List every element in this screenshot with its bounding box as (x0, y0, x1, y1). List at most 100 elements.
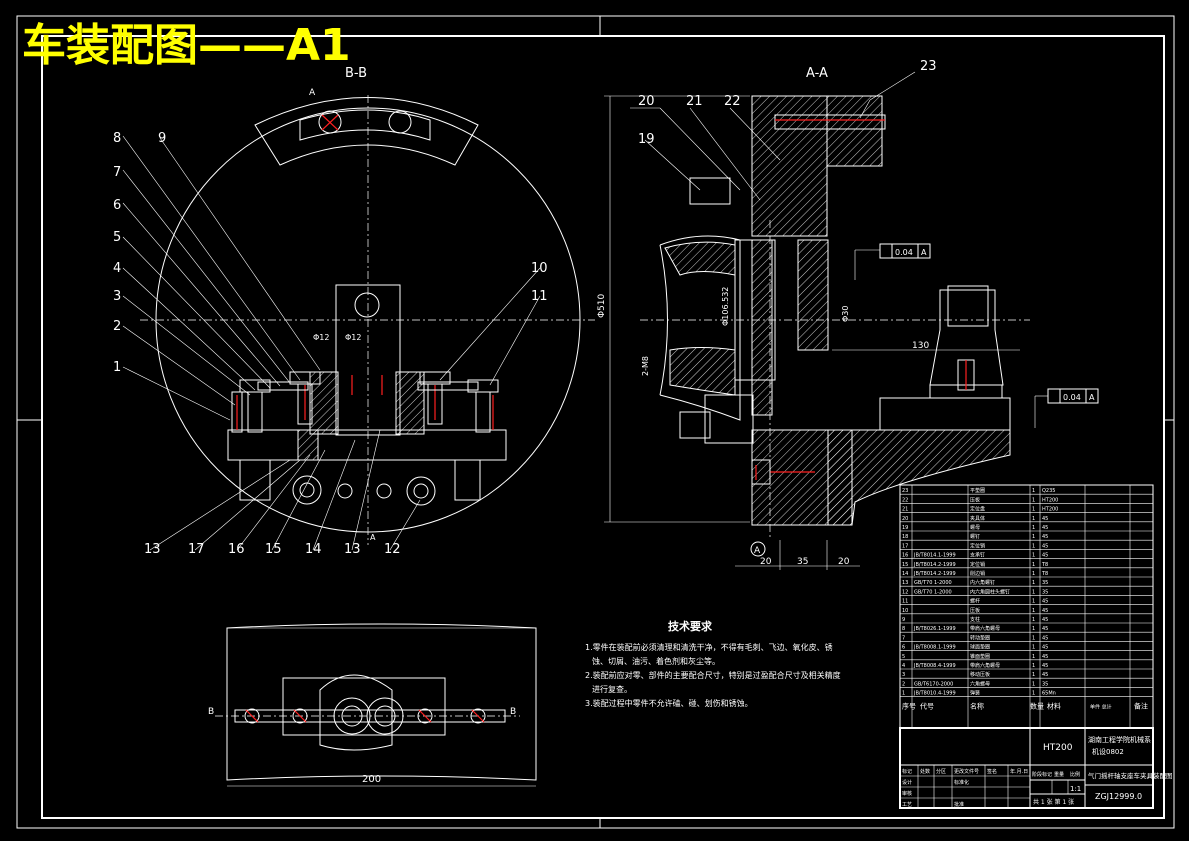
bom-cell: 内六角圆柱头螺钉 (970, 588, 1010, 595)
bom-cell: 17 (902, 543, 908, 549)
bom-cell: JB/T8014.2-1999 (913, 571, 956, 577)
inner-border (41, 35, 1165, 819)
bom-cell: 35 (1042, 589, 1048, 595)
bom-cell: 削边销 (970, 570, 985, 577)
bom-cell: 3 (902, 672, 905, 678)
tb-ratio: 比例 (1070, 771, 1080, 778)
bom-cell: T8 (1041, 571, 1048, 577)
bom-cell: 15 (902, 562, 908, 568)
balloon-20: 20 (638, 94, 655, 109)
bom-cell: 1 (1032, 663, 1035, 669)
balloon-16: 16 (228, 542, 245, 557)
tb-zone: 分区 (936, 768, 946, 775)
balloon-23: 23 (920, 59, 937, 74)
bom-cell: 4 (902, 663, 905, 669)
arrow-b-left: B (208, 707, 214, 717)
bom-cell: 8 (902, 626, 905, 632)
bom-cell: JB/T8014.2-1999 (913, 562, 956, 568)
bom-cell: 35 (1042, 580, 1048, 586)
balloon-11: 11 (531, 289, 548, 304)
bom-cell: 23 (902, 488, 908, 494)
bom-cell: 22 (902, 497, 908, 503)
balloon-4: 4 (113, 261, 121, 276)
bom-cell: 锥面垫圈 (970, 653, 990, 660)
balloon-15: 15 (265, 542, 282, 557)
bom-cell: 45 (1042, 525, 1048, 531)
bom-cell: 1 (1032, 681, 1035, 687)
bom-cell: 1 (1032, 553, 1035, 559)
technical-notes: 技术要求 1.零件在装配前必须清理和清洗干净，不得有毛刺、飞边、氧化皮、锈 蚀、… (585, 619, 841, 708)
bom-cell: JB/T8026.1-1999 (913, 626, 956, 632)
bom-cell: HT200 (1042, 497, 1058, 503)
bom-cell: JB/T8008.1-1999 (913, 645, 956, 651)
tb-drawing-no: ZGJ12999.0 (1095, 792, 1142, 801)
arrow-b-right: B (510, 707, 516, 717)
bom-cell: 1 (1032, 654, 1035, 660)
bom-cell: 压板 (970, 607, 980, 614)
bom-cell: 螺杆 (970, 598, 980, 605)
balloon-17: 17 (188, 542, 205, 557)
balloon-7: 7 (113, 165, 121, 180)
balloon-22: 22 (724, 94, 741, 109)
bom-cell: 带肩六角螺母 (970, 625, 1000, 632)
arrow-a-bottom: A (370, 533, 376, 542)
bom-cell: 压板 (970, 496, 980, 503)
dim-phi510: Φ510 (597, 293, 607, 318)
dim-35: 35 (797, 557, 808, 567)
tb-design: 设计 (902, 779, 912, 786)
tb-change: 更改文件号 (954, 768, 979, 775)
bom-cell: 1 (1032, 608, 1035, 614)
balloon-1: 1 (113, 360, 121, 375)
note-line-5: 3.装配过程中零件不允许磕、碰、划伤和锈蚀。 (585, 698, 753, 708)
section-bb-label: B-B (345, 66, 367, 81)
balloon-6: 6 (113, 198, 121, 213)
bom-cell: 35 (1042, 681, 1048, 687)
outer-border (16, 15, 1175, 829)
bom-cell: 7 (902, 635, 905, 641)
bom-cell: 内六角螺钉 (970, 579, 995, 586)
bom-cell: 1 (1032, 488, 1035, 494)
bom-cell: 45 (1042, 626, 1048, 632)
tb-scale: 1:1 (1070, 785, 1081, 793)
bom-cell: 65Mn (1042, 691, 1056, 697)
tb-material: HT200 (1043, 743, 1073, 753)
balloon-13b: 13 (344, 542, 361, 557)
balloon-10: 10 (531, 261, 548, 276)
arrow-a-label: A (309, 88, 316, 98)
tol-2: 0.04 (1063, 393, 1081, 402)
dim-phi12: Φ12 (313, 333, 329, 342)
top-view: B B 200 (208, 623, 537, 787)
bom-cell: 45 (1042, 553, 1048, 559)
bom-cell: 16 (902, 553, 908, 559)
tol-2-datum: A (1089, 393, 1095, 402)
section-aa-view: A-A Φ510 (597, 59, 1099, 570)
note-line-3: 2.装配前应对零、部件的主要配合尺寸，特别是过盈配合尺寸及相关精度 (585, 670, 841, 680)
bom-header-cell: 材料 (1047, 702, 1061, 711)
bom-cell: 带肩六角螺母 (970, 662, 1000, 669)
dim-phi12b: Φ12 (345, 333, 361, 342)
bom-cell: JB/T8008.4-1999 (913, 663, 956, 669)
drawing-title: 车装配图——A1 (22, 20, 351, 71)
balloon-2: 2 (113, 319, 121, 334)
tb-std: 标准化 (954, 779, 969, 786)
bom-cell: 6 (902, 645, 905, 651)
tb-drawing-title: 气门摇杆轴支座车夹具装配图 (1088, 771, 1173, 780)
balloon-12: 12 (384, 542, 401, 557)
bom-cell: GB/T70 1-2000 (914, 589, 952, 595)
bom-cell: T8 (1041, 562, 1048, 568)
bom-cell: 平垫圈 (970, 487, 985, 494)
bom-cell: 45 (1042, 617, 1048, 623)
bom-header-cell: 名称 (970, 702, 984, 711)
bom-cell: 螺母 (970, 524, 980, 531)
tb-mark: 标记 (902, 768, 912, 775)
bom-cell: 1 (1032, 645, 1035, 651)
note-line-2: 蚀、切屑、油污、着色剂和灰尘等。 (592, 656, 720, 666)
title-block: HT200 湖南工程学院机械系 机设0802 气门摇杆轴支座车夹具装配图 ZGJ… (899, 727, 1173, 809)
dim-20a: 20 (760, 557, 772, 567)
bom-cell: 1 (1032, 589, 1035, 595)
bom-cell: 21 (902, 507, 908, 513)
bom-cell: 14 (902, 571, 908, 577)
section-bb-view: B-B A (113, 66, 595, 557)
bom-cell: 1 (1032, 599, 1035, 605)
